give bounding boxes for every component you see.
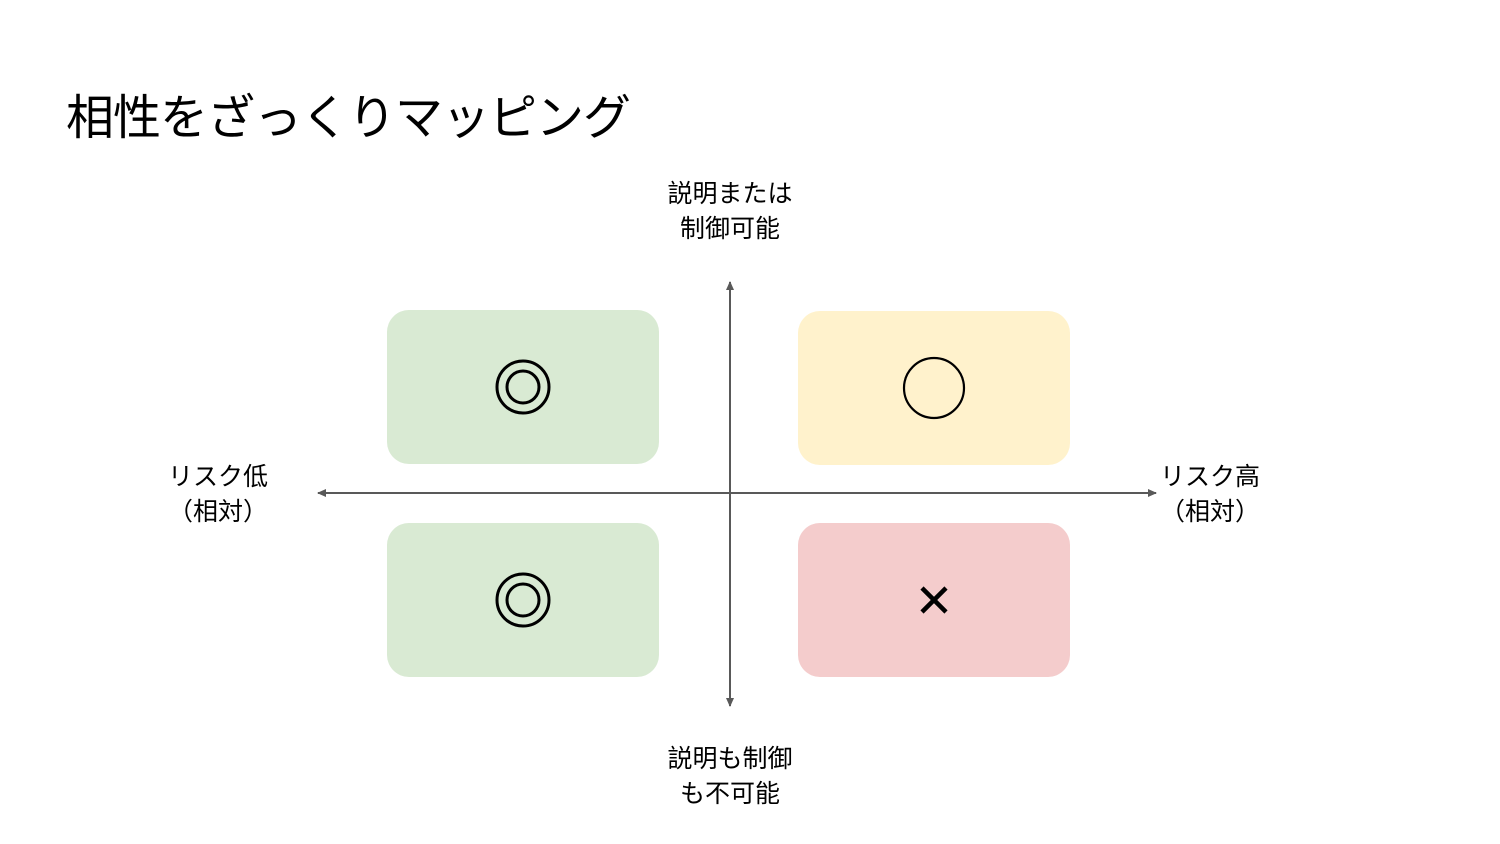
quadrant-top-left xyxy=(387,310,659,464)
quadrant-bottom-right xyxy=(798,523,1070,677)
axis-label-left-line1: リスク低 xyxy=(168,462,269,491)
quadrant-bottom-left xyxy=(387,523,659,677)
axis-label-left-line2: （相対） xyxy=(168,497,269,526)
axis-label-right-line1: リスク高 xyxy=(1160,462,1261,491)
quadrant-top-right xyxy=(798,311,1070,465)
axis-label-left: リスク低 （相対） xyxy=(168,459,268,529)
axis-label-bottom-line2: も不可能 xyxy=(679,779,780,808)
axis-label-top-line1: 説明または xyxy=(667,179,793,208)
axis-label-top: 説明または 制御可能 xyxy=(630,176,830,246)
double-circle-icon xyxy=(495,359,551,415)
axis-label-right-line2: （相対） xyxy=(1160,497,1261,526)
page-title: 相性をざっくりマッピング xyxy=(66,90,631,146)
axis-label-top-line2: 制御可能 xyxy=(679,214,780,243)
axis-label-bottom-line1: 説明も制御 xyxy=(667,744,793,773)
axis-label-right: リスク高 （相対） xyxy=(1160,459,1260,529)
circle-icon xyxy=(902,356,966,420)
axis-label-bottom: 説明も制御 も不可能 xyxy=(630,741,830,811)
cross-icon xyxy=(920,586,948,614)
double-circle-icon xyxy=(495,572,551,628)
